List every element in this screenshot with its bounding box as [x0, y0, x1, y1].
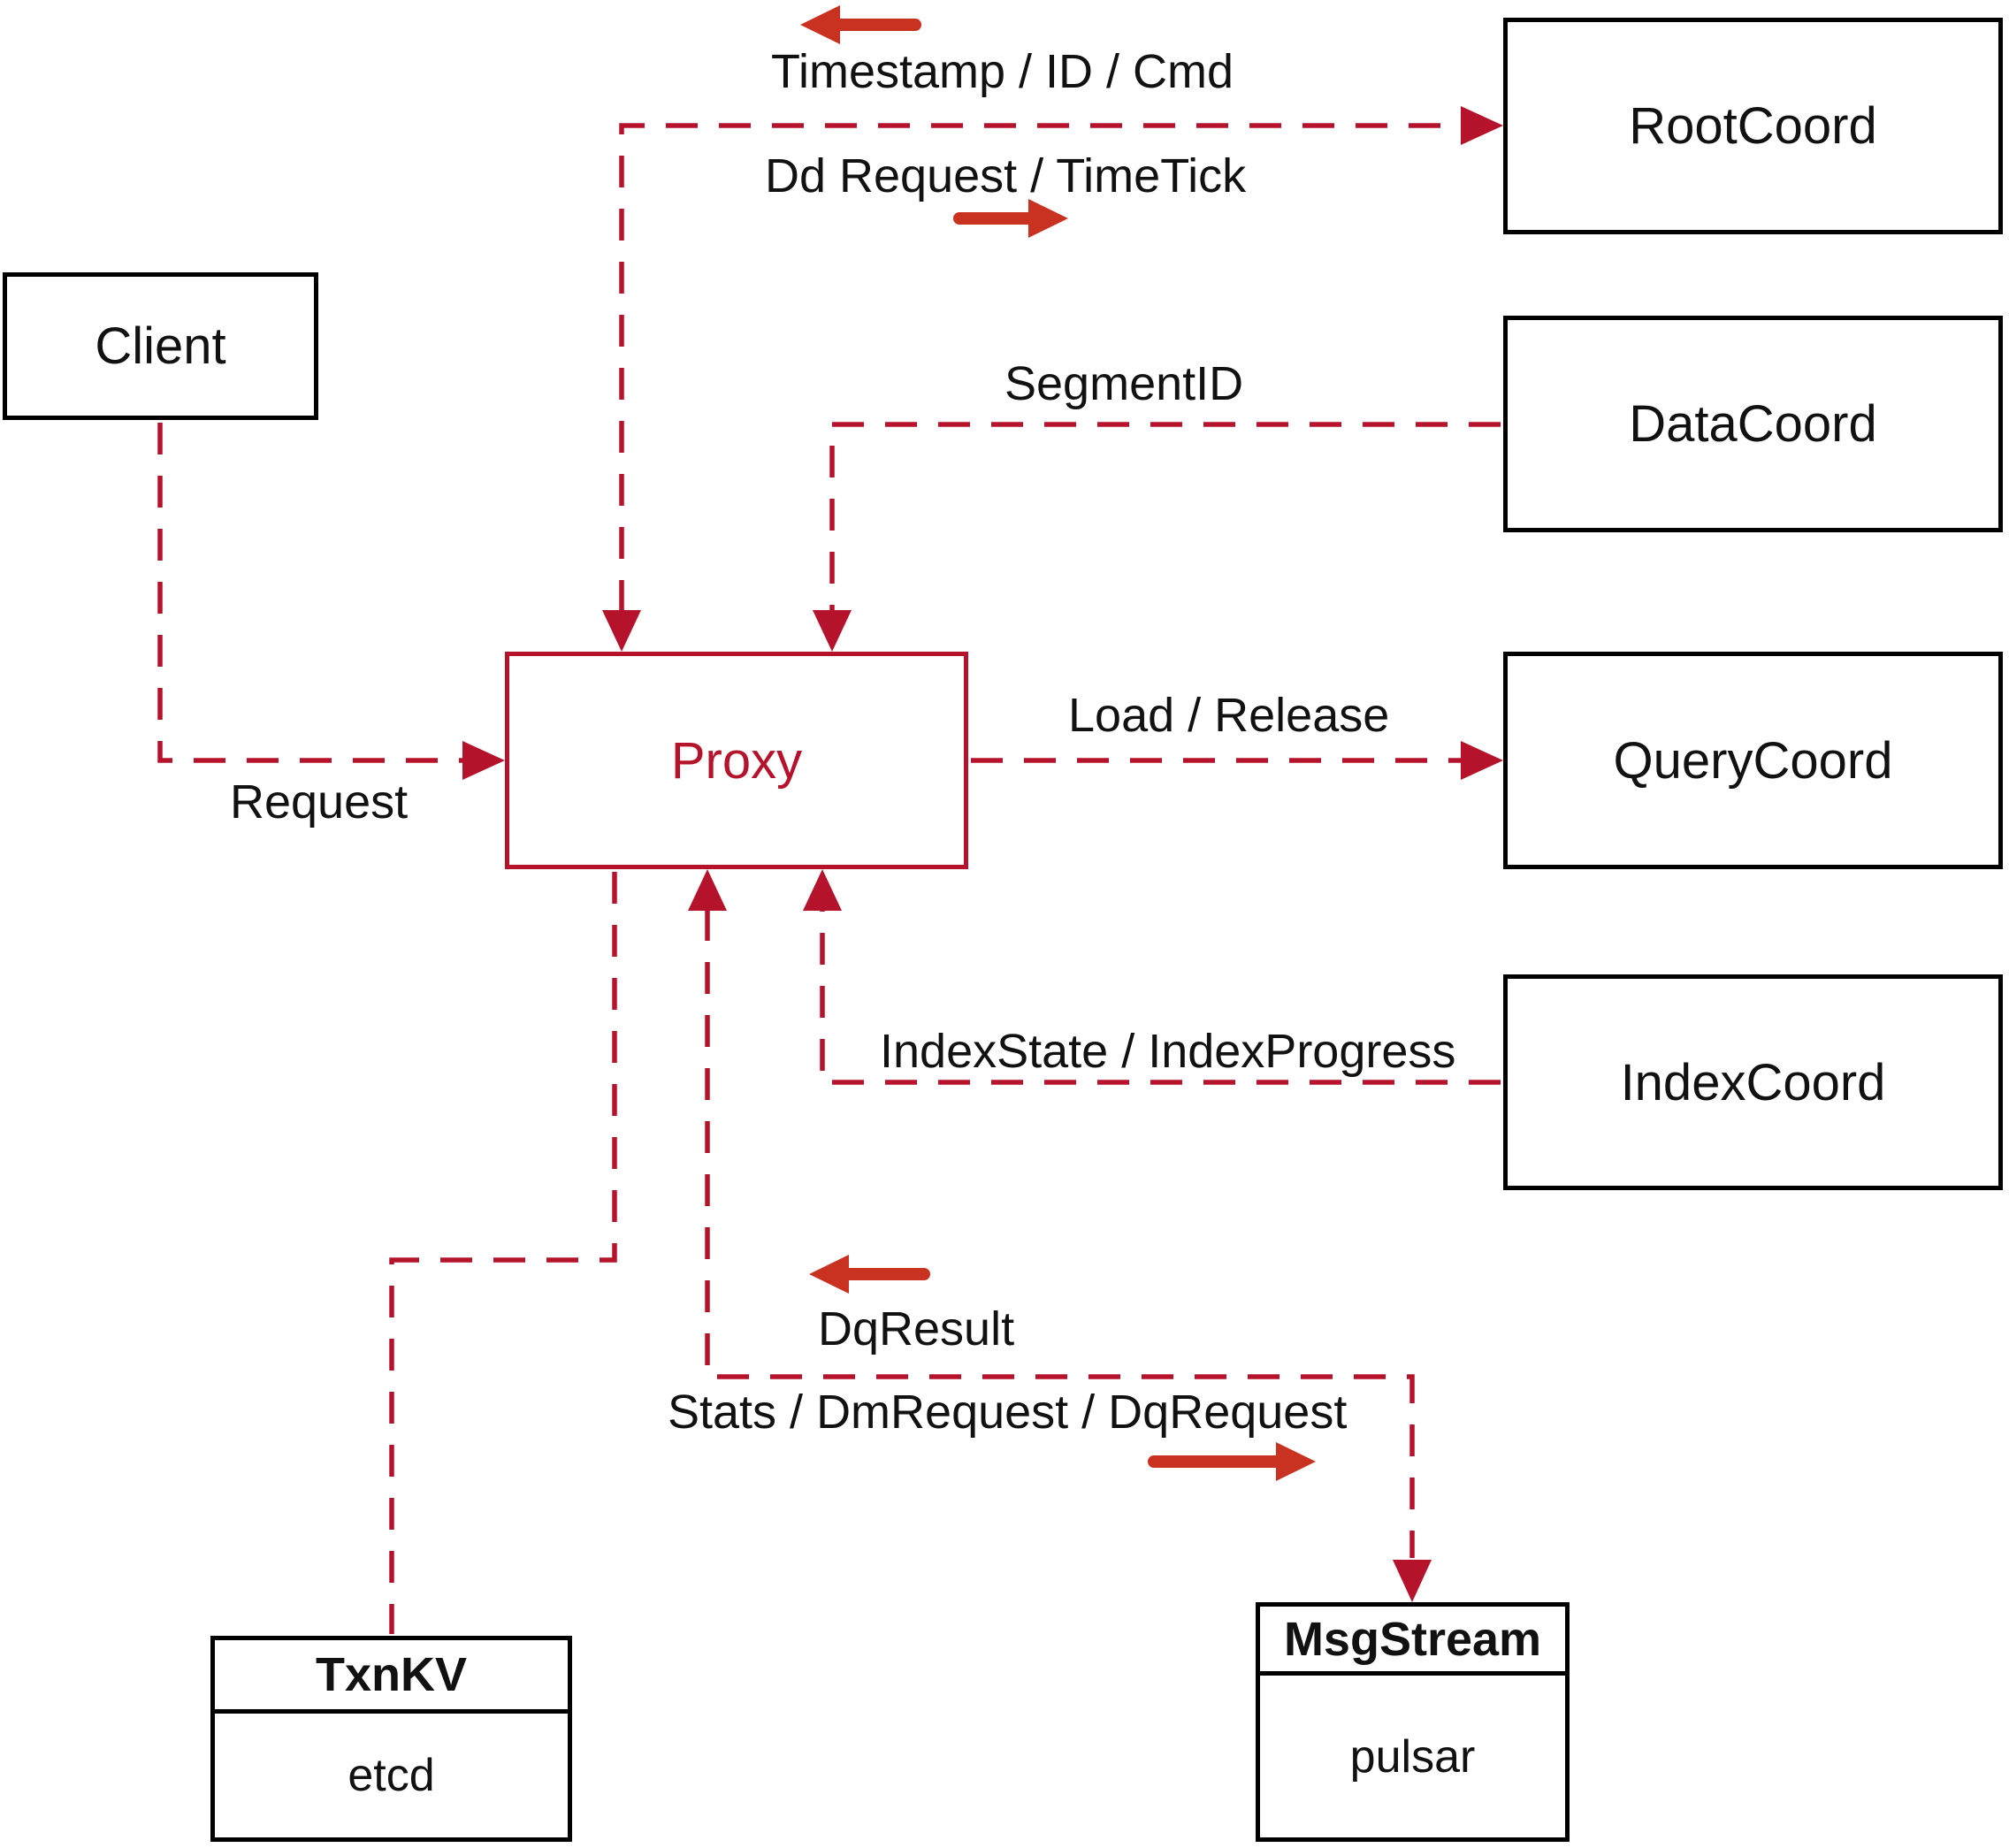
node-datacoord-label: DataCoord — [1629, 395, 1877, 453]
node-txnkv-title: TxnKV — [215, 1640, 568, 1714]
node-txnkv: TxnKV etcd — [210, 1636, 572, 1842]
node-querycoord-label: QueryCoord — [1613, 731, 1893, 790]
node-proxy-label: Proxy — [670, 731, 803, 790]
node-querycoord: QueryCoord — [1503, 652, 2003, 869]
edge-label-load-release: Load / Release — [1068, 689, 1390, 742]
edge-label-timestamp-id-cmd: Timestamp / ID / Cmd — [771, 45, 1234, 98]
dashed-connectors — [157, 123, 1501, 1634]
arrowhead-into-msgstream-icon — [1393, 1560, 1432, 1602]
node-msgstream: MsgStream pulsar — [1256, 1602, 1570, 1842]
edge-label-dqresult: DqResult — [818, 1302, 1015, 1355]
connector-proxy-msgstream — [705, 909, 1415, 1558]
arrowhead-into-rootcoord-icon — [1461, 106, 1503, 145]
node-txnkv-impl: etcd — [348, 1750, 435, 1801]
node-rootcoord-label: RootCoord — [1629, 97, 1877, 155]
arrowhead-into-proxy-left-icon — [462, 741, 505, 780]
edge-label-indexstate-indexprogress: IndexState / IndexProgress — [880, 1025, 1456, 1078]
node-rootcoord: RootCoord — [1503, 18, 2003, 234]
arrowhead-into-proxy-top1-icon — [602, 610, 641, 652]
arrow-right-icon — [1276, 1442, 1316, 1481]
edge-label-dd-request-timetick: Dd Request / TimeTick — [765, 149, 1247, 202]
node-indexcoord-label: IndexCoord — [1620, 1053, 1886, 1111]
connector-proxy-rootcoord — [619, 123, 1463, 612]
node-client-label: Client — [95, 317, 226, 375]
dashed-arrowheads — [462, 106, 1503, 1602]
connector-proxy-txnkv — [389, 872, 617, 1634]
edge-label-segment-id: SegmentID — [1004, 357, 1244, 410]
arrowhead-into-querycoord-icon — [1461, 741, 1503, 780]
arrowhead-into-proxy-bottom2-icon — [688, 869, 727, 911]
node-indexcoord: IndexCoord — [1503, 974, 2003, 1190]
arrow-left-icon — [800, 5, 840, 44]
edge-label-stats-dmrequest-dqrequest: Stats / DmRequest / DqRequest — [668, 1386, 1348, 1439]
solid-arrow-heads — [800, 5, 1316, 1481]
connector-client-proxy — [157, 423, 464, 763]
node-client: Client — [3, 272, 318, 420]
arrow-left-icon — [809, 1255, 849, 1294]
node-msgstream-impl: pulsar — [1349, 1730, 1476, 1783]
arrowhead-into-proxy-top2-icon — [813, 610, 852, 652]
node-msgstream-title: MsgStream — [1260, 1607, 1565, 1676]
arrow-right-icon — [1028, 199, 1068, 238]
arrowhead-into-proxy-bottom1-icon — [803, 869, 842, 911]
connector-indexcoord-proxy — [820, 909, 1501, 1085]
solid-arrow-shafts — [834, 19, 1282, 1468]
node-datacoord: DataCoord — [1503, 316, 2003, 532]
edge-label-request: Request — [230, 775, 409, 829]
connector-datacoord-proxy — [829, 422, 1501, 612]
node-proxy: Proxy — [505, 652, 968, 869]
